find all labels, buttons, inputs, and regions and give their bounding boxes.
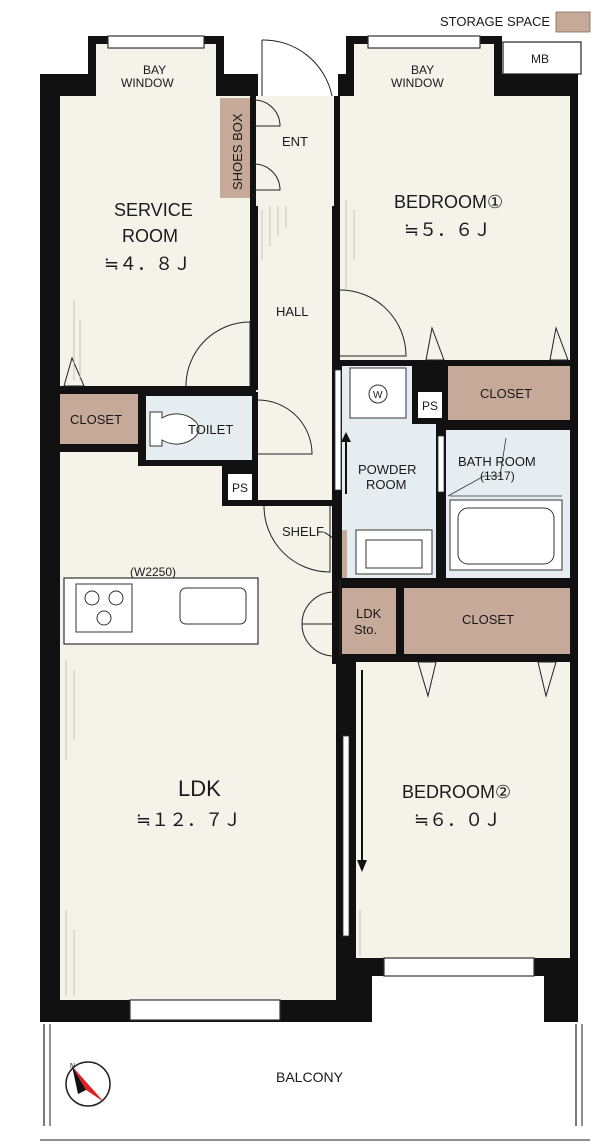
shoes-box-door-upper: [253, 99, 281, 127]
compass-icon: N: [65, 1061, 111, 1107]
bedroom2-arrow-head: [357, 860, 367, 872]
shelf-area-floor: [256, 500, 336, 580]
service-room-door: [185, 321, 251, 387]
mb-label: MB: [531, 52, 549, 66]
service-room-label-2: ROOM: [122, 226, 178, 246]
vanity: [355, 529, 433, 575]
closet-left-label: CLOSET: [70, 412, 122, 427]
bay-window-left-line1: BAY: [143, 63, 166, 77]
balcony-label: BALCONY: [276, 1069, 344, 1085]
closet-bed2-door-left: [417, 661, 437, 698]
floor-hatch: [65, 200, 361, 996]
ent-label: ENT: [282, 134, 308, 149]
powder-room-sliding-door: [334, 369, 342, 491]
closet-bedroom1-label: CLOSET: [480, 386, 532, 401]
closet-bed1-door-right: [549, 326, 569, 361]
bedroom1-size: ≒５．６Ｊ: [404, 220, 491, 240]
window-ldk: [129, 999, 281, 1021]
interior-walls: [56, 96, 578, 966]
balcony: BALCONY: [40, 1024, 590, 1141]
ps-right-box: [418, 392, 442, 418]
closet-bed2-door-right: [537, 661, 557, 698]
ldk-door: [263, 505, 331, 573]
ldk-label: LDK: [178, 776, 221, 801]
bath-door: [437, 435, 445, 493]
shoes-box-label: SHOES BOX: [230, 113, 245, 190]
windows: [96, 35, 544, 1022]
service-room-floor: [60, 96, 250, 388]
hall-label: HALL: [276, 304, 309, 319]
doors: [63, 39, 569, 937]
bay-window-right-line1: BAY: [411, 63, 434, 77]
meter-box: MB: [502, 41, 582, 75]
powder-room-label-2: ROOM: [366, 477, 406, 492]
shoes-box: [220, 98, 254, 198]
kitchen-counter: [63, 577, 259, 645]
vertical-label-shoes-box: SHOES BOX: [230, 113, 245, 190]
bay-window-right-line2: WINDOW: [391, 76, 444, 90]
toilet-label: TOILET: [188, 422, 233, 437]
bedroom1-door: [339, 289, 407, 357]
bay-window-right: [367, 35, 481, 49]
shelf-label: SHELF: [282, 524, 324, 539]
bay-window-left: [107, 35, 205, 49]
bay-window-left-line2: WINDOW: [121, 76, 174, 90]
bedroom1-floor: [340, 96, 572, 360]
ldk-storage: [342, 588, 396, 654]
bedroom2-size: ≒６．０Ｊ: [414, 810, 501, 830]
legend: STORAGE SPACE: [440, 11, 591, 33]
washer-label: W: [373, 390, 383, 401]
ldk-storage-door-lower: [301, 623, 335, 657]
hall-floor: [256, 200, 332, 500]
closet-left: [60, 394, 138, 444]
compass-north-label: N: [70, 1063, 75, 1070]
ps-left-label: PS: [232, 481, 248, 495]
powder-room-label-1: POWDER: [358, 462, 417, 477]
ldk-storage-label-1: LDK: [356, 606, 382, 621]
toilet-door: [257, 399, 313, 455]
entrance-floor: [256, 96, 334, 206]
bedroom1-label: BEDROOM①: [394, 192, 503, 212]
entrance-door-arc: [261, 39, 333, 97]
service-room-size: ≒４．８Ｊ: [104, 254, 191, 274]
ps-right-label: PS: [422, 399, 438, 413]
service-room-label-1: SERVICE: [114, 200, 193, 220]
washer: W: [349, 367, 407, 419]
closet-bedroom2-label: CLOSET: [462, 612, 514, 627]
toilet-fixture: [149, 411, 200, 447]
window-bedroom2: [383, 957, 535, 977]
closet-left-door: [63, 356, 85, 387]
shoes-box-door-lower: [253, 163, 281, 191]
legend-swatch: [555, 11, 591, 33]
mb-box: [502, 41, 582, 75]
sliding-door-bedroom2: [342, 735, 350, 937]
ldk-size: ≒１２．７Ｊ: [136, 810, 241, 830]
bathtub: [447, 437, 563, 571]
bedroom2-label: BEDROOM②: [402, 782, 511, 802]
compass-needle: [72, 1066, 104, 1102]
bath-size-label: (1317): [480, 469, 515, 483]
ldk-storage-label-2: Sto.: [354, 622, 377, 637]
kitchen-width-label: (W2250): [130, 565, 176, 579]
bath-room-label: BATH ROOM: [458, 454, 536, 469]
ldk-storage-door-upper: [301, 591, 335, 625]
entrance-gap: [258, 30, 338, 96]
ps-left-box: [228, 474, 252, 500]
bedroom2-floor: [356, 662, 572, 958]
closet-bedroom2: [404, 588, 570, 654]
legend-label: STORAGE SPACE: [440, 14, 550, 29]
powder-arrow-head: [341, 432, 351, 442]
closet-bed1-door-left: [425, 326, 445, 361]
